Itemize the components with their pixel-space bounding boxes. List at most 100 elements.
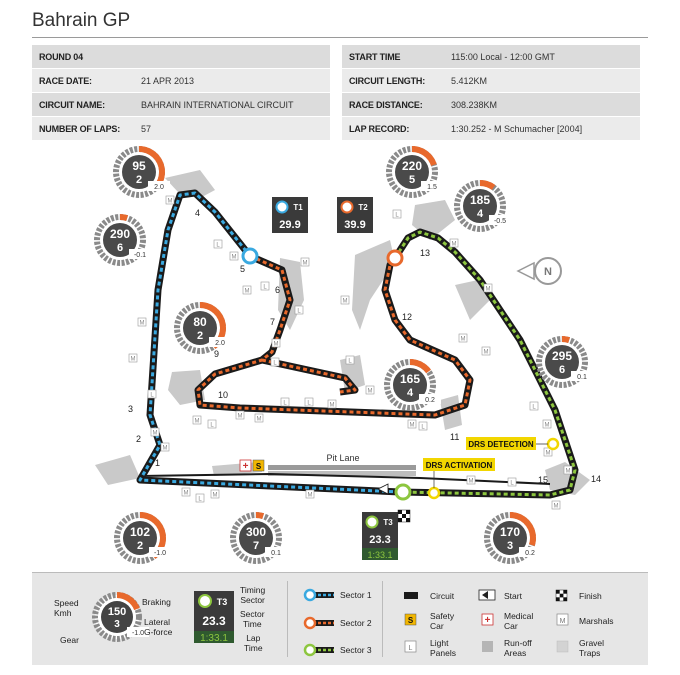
info-row-circuit-length: CIRCUIT LENGTH:5.412KM [342,69,640,92]
marshal-marker: M [542,419,552,429]
info-value: BAHRAIN INTERNATIONAL CIRCUIT [141,99,294,110]
legend-sector-3-label: Sector 3 [340,645,372,655]
marshal-marker: M [229,251,239,261]
light-panel-marker: L [147,389,157,399]
light-panel-marker: L [280,397,290,407]
info-label: NUMBER OF LAPS: [39,123,120,134]
sector-2-marker [386,249,404,267]
marker-letter: M [303,261,308,267]
legend-light-panel-icon [404,640,417,653]
info-label: CIRCUIT LENGTH: [349,75,425,86]
legend-timing-time: 23.3 [202,614,226,628]
timing-sector-label: T3 [383,518,393,527]
marshal-marker: M [192,415,202,425]
turn-number-7: 7 [270,317,275,327]
marshal-marker: M [181,487,191,497]
finish-flag-icon [397,509,411,523]
gauge-gear: 7 [253,540,259,552]
turn-number-14: 14 [591,474,601,484]
legend-lap-time-label: Lap Time [244,633,263,653]
gauge-speed: 170 [500,525,520,539]
legend-safety-car-icon [404,613,417,626]
marker-letter: L [307,401,311,407]
gauge-speed: 185 [470,193,490,207]
marker-letter: M [140,321,145,327]
legend-circuit-label: Circuit [430,591,455,601]
sector-1-marker [241,247,259,265]
marker-letter: M [131,357,136,363]
gauge-g-force: -0.1 [134,252,146,259]
title-divider [32,37,648,38]
legend-start-label: Start [504,591,522,601]
light-panel-marker: L [270,357,280,367]
light-panel-marker: L [207,419,217,429]
drs-activation-marker [427,486,441,500]
marker-letter: M [566,469,571,475]
marker-letter: M [452,242,457,248]
marshal-marker: M [254,413,264,423]
legend-circuit-swatch [404,592,418,599]
drs-detection-marker [546,437,560,451]
marker-letter: L [283,401,287,407]
timing-sector-time: 29.9 [279,219,300,231]
legend-graphics: 150 3 -1.0 T3 23.3 1:33.1 S L [92,588,569,657]
legend-timing-icon: T3 23.3 1:33.1 [194,591,234,644]
gauge-gear: 2 [137,540,143,552]
turn-number-4: 4 [195,208,200,218]
legend-medical-car-icon [481,613,494,626]
gauge-gear: 5 [409,174,415,186]
start-arrow-icon [377,483,389,495]
timing-lap-time: 1:33.1 [367,550,392,560]
info-value: 308.238KM [451,99,498,110]
marker-letter: M [368,389,373,395]
info-row-race-date: RACE DATE: 21 APR 2013 [32,69,330,92]
north-compass-icon: N [516,257,562,285]
info-row-lap-record: LAP RECORD:1:30.252 - M Schumacher [2004… [342,117,640,140]
legend-safety-car-mark: S [408,616,414,625]
sector-3-marker [394,483,412,501]
legend-gravel-swatch [556,640,569,653]
marshal-marker: M [563,465,573,475]
gauge-g-force: 0.1 [577,374,587,381]
info-label: RACE DATE: [39,75,92,86]
legend-gauge-gear: 3 [114,619,120,630]
marshal-marker: M [300,257,310,267]
legend-timing-label: T3 [217,597,228,607]
light-panel-marker: L [392,209,402,219]
braking-arc [479,180,496,190]
drs-activation-callout: DRS ACTIVATION [423,458,495,488]
legend-safety-car-label: Safety Car [430,611,455,631]
marker-letter: M [330,403,335,409]
legend-sector-lines [303,588,334,657]
sector-1-track [136,189,401,496]
marker-letter: L [421,425,425,431]
marker-letter: M [410,423,415,429]
timing-sector-time: 39.9 [344,219,365,231]
legend-timing-lap: 1:33.1 [200,633,228,644]
braking-arc [561,336,571,344]
light-panel-marker: L [418,421,428,431]
info-value: 21 APR 2013 [141,75,195,86]
turn-number-13: 13 [420,248,430,258]
gauge-speed: 102 [130,525,150,539]
marker-letter: M [153,431,158,437]
marker-letter: M [469,479,474,485]
marker-letter: M [238,414,243,420]
legend-finish-flag-icon [555,589,568,602]
legend-gauge-speed: 150 [108,606,126,618]
braking-arc [255,512,265,520]
turn-number-12: 12 [402,312,412,322]
legend-sector-1-label: Sector 1 [340,590,372,600]
legend-panel: 150 3 -1.0 T3 23.3 1:33.1 S L [32,572,648,665]
marker-letter: M [484,350,489,356]
marshal-marker: M [407,419,417,429]
light-panel-marker: L [294,305,304,315]
legend-gauge-g: -1.0 [132,630,144,637]
legend-medical-car-label: Medical Car [504,611,534,631]
marshal-marker: M [340,295,350,305]
marshal-marker: M [305,489,315,499]
